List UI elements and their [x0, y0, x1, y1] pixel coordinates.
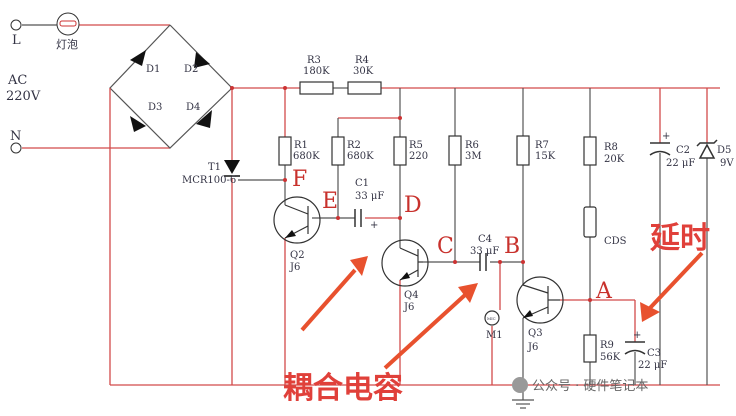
components-c1-label: C1 — [355, 178, 369, 189]
terminals-source-label: AC — [7, 73, 27, 88]
components-r9_val-label: 56K — [600, 352, 621, 363]
components-r5-label: R5 — [409, 140, 423, 151]
terminals-lamp-label: 灯泡 — [56, 37, 78, 51]
components-r3-label: R3 — [307, 55, 321, 66]
watermark-label: 公众号 · 硬件笔记本 — [532, 378, 648, 394]
nodes-f-label: F — [292, 167, 307, 192]
annotation-arrows — [300, 251, 704, 370]
components-c2-label: C2 — [676, 145, 690, 156]
lamp-icon — [56, 12, 80, 36]
components-r3_val-label: 180K — [303, 66, 330, 77]
components-r5_val-label: 220 — [409, 151, 428, 162]
components-plus-label: + — [633, 330, 641, 341]
components-r2_val-label: 680K — [347, 151, 374, 162]
nodes-e-label: E — [322, 189, 338, 214]
terminals-l-label: L — [12, 33, 21, 48]
components-r6-label: R6 — [465, 140, 479, 151]
components-r9-label: R9 — [600, 340, 614, 351]
components-q2-label: Q2 — [290, 250, 305, 261]
components-q3_type-label: J6 — [527, 342, 538, 353]
components-d5-label: D5 — [717, 145, 731, 156]
delay-annotation: 延时 — [649, 221, 710, 256]
components-plus-label: + — [370, 220, 378, 231]
components-c3_val-label: 22 μF — [638, 360, 667, 371]
components-c1_val-label: 33 μF — [355, 191, 384, 202]
watermark: 公众号 · 硬件笔记本 — [512, 377, 648, 394]
components-q4-label: Q4 — [404, 290, 419, 301]
components-cds-label: CDS — [604, 236, 627, 247]
capacitor-icons — [354, 139, 718, 355]
components-r1_val-label: 680K — [293, 151, 320, 162]
components-r1-label: R1 — [294, 140, 308, 151]
components-plus-label: + — [662, 131, 670, 142]
components-d5_val-label: 9V — [720, 158, 734, 169]
components-r4-label: R4 — [355, 55, 369, 66]
components-q3-label: Q3 — [528, 328, 543, 339]
components-m1_mark-label: MIC — [487, 316, 496, 321]
terminal-L — [10, 19, 22, 31]
node-labels: F E D C B A — [292, 167, 613, 304]
components-c4-label: C4 — [478, 234, 492, 245]
components-r7_val-label: 15K — [535, 151, 556, 162]
components-c3-label: C3 — [647, 348, 661, 359]
components-q4_type-label: J6 — [403, 302, 414, 313]
resistor-icons — [278, 81, 597, 363]
components-r6_val-label: 3M — [465, 151, 482, 162]
components-d3-label: D3 — [148, 102, 162, 113]
components-m1-label: M1 — [486, 330, 503, 341]
component-labels: L N AC 220V 灯泡 D1 D2 D3 D4 T1 MCR100-6 R… — [6, 33, 734, 371]
nodes-d-label: D — [404, 193, 422, 218]
components-t1_part-label: MCR100-6 — [182, 175, 236, 186]
components-d2-label: D2 — [184, 64, 198, 75]
nodes-c-label: C — [437, 234, 454, 259]
components-r4_val-label: 30K — [353, 66, 374, 77]
components-c4_val-label: 33 μF — [470, 246, 499, 257]
diode-icons — [130, 50, 240, 177]
terminal-N — [10, 142, 22, 154]
components-d4-label: D4 — [186, 102, 200, 113]
components-r8_val-label: 20K — [604, 154, 625, 165]
components-t1-label: T1 — [208, 162, 221, 173]
components-d1-label: D1 — [146, 64, 160, 75]
components-r8-label: R8 — [604, 142, 618, 153]
components-r7-label: R7 — [535, 140, 549, 151]
terminals-voltage-label: 220V — [6, 89, 41, 104]
components-q2_type-label: J6 — [289, 262, 300, 273]
junction-dots — [230, 86, 592, 302]
nodes-b-label: B — [504, 234, 520, 259]
nodes-a-label: A — [595, 279, 613, 304]
coupling-cap-annotation: 耦合电容 — [283, 371, 403, 406]
terminals-n-label: N — [10, 129, 21, 144]
components-r2-label: R2 — [347, 140, 361, 151]
components-c2_val-label: 22 μF — [666, 158, 695, 169]
wires — [22, 24, 720, 409]
